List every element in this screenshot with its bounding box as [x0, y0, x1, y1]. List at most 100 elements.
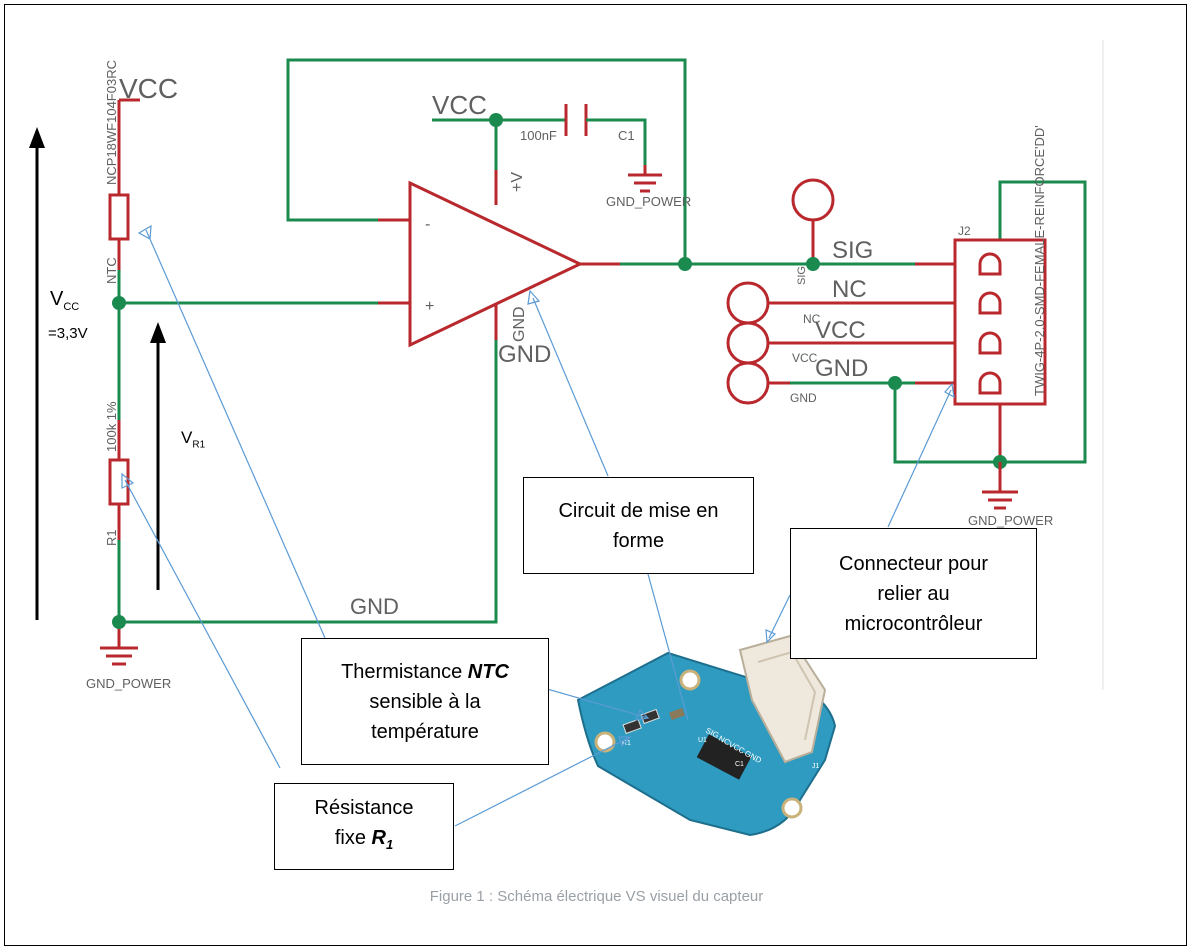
- ntc-resistor: [108, 193, 130, 241]
- connector-pin-3: [978, 331, 1002, 355]
- connector-pin-1: [978, 252, 1002, 276]
- gnd-testpoint: [726, 361, 770, 405]
- vcc-net-label: VCC: [815, 317, 866, 344]
- leader-connector-schematic-head: [944, 382, 955, 399]
- vcc-annotation-symbol: V: [50, 288, 64, 310]
- silk-j1: J1: [812, 763, 820, 770]
- leader-connector-board-head: [765, 629, 777, 644]
- gnd-wire-label: GND: [350, 594, 399, 619]
- gnd-return-wire: [119, 340, 498, 624]
- feedback-wire: [286, 58, 687, 264]
- opamp-gnd-pin-label: GND: [511, 306, 528, 342]
- callout-ntc-line3: température: [371, 720, 479, 743]
- nc-small-label: NC: [803, 312, 821, 326]
- gnd-symbol-top: [628, 165, 662, 193]
- vcc-arrow-head: [29, 127, 45, 148]
- silk-r1: R1: [622, 740, 631, 747]
- vcc-small-label: VCC: [792, 351, 818, 365]
- connector-inner: [757, 650, 817, 741]
- voltage-arrows: [29, 127, 166, 620]
- decoupling-capacitor: [432, 104, 662, 193]
- silk-c1: C1: [735, 761, 744, 768]
- connector-pin-2: [978, 291, 1002, 315]
- connector-body: [953, 238, 1047, 406]
- leader-ntc-board-head: [635, 708, 650, 721]
- vr1-annotation-sub: R1: [192, 439, 206, 451]
- vcc-top-label: VCC: [432, 90, 487, 120]
- smd-c1: [669, 707, 685, 721]
- leader-chip: [647, 573, 689, 721]
- cap-plates: [564, 104, 588, 136]
- callout-circuit-line2: forme: [612, 529, 665, 552]
- smd-r1: [622, 718, 642, 735]
- vcc-left-label: VCC: [119, 73, 178, 104]
- chip-u1: [696, 734, 752, 780]
- silk-u1: U1: [698, 737, 707, 744]
- callout-connecteur: Connecteur pour relier au microcontrôleur: [790, 528, 1037, 659]
- junction-output: [678, 257, 692, 271]
- gnd-loop-wire: [893, 180, 1087, 464]
- mount-hole-top: [679, 669, 701, 691]
- callout-connector-line1: Connecteur pour: [839, 552, 988, 575]
- sig-net-label: SIG: [832, 237, 873, 264]
- cap-value-label: 100nF: [520, 128, 557, 143]
- callout-connector-line3: microcontrôleur: [844, 612, 983, 635]
- r1-resistor: [108, 458, 130, 506]
- opamp: [286, 58, 813, 348]
- vr1-arrow-head: [150, 322, 166, 343]
- callout-connector-line2: relier au: [877, 582, 950, 605]
- callout-r1-bold: R: [371, 827, 386, 849]
- leader-opamp: [532, 297, 609, 477]
- sig-testpoint: [791, 178, 835, 222]
- gnd-small-label: GND: [790, 391, 817, 405]
- ntc-part-label: NCP18WF104F03RC: [104, 60, 119, 185]
- opamp-vplus-label: +V: [509, 172, 526, 192]
- leader-r1-schematic: [124, 479, 281, 769]
- gnd-symbol-left: [100, 622, 138, 666]
- r1-ref-label: R1: [104, 529, 119, 546]
- gnd-power-left-label: GND_POWER: [86, 676, 171, 691]
- leader-r1-board: [454, 736, 631, 827]
- leader-connector-schematic: [887, 389, 952, 528]
- mount-hole-bottom: [781, 797, 803, 819]
- connector-pin-4: [978, 371, 1002, 395]
- sensor-board-photo: SIG NC VCC GND U1 C1 R1 J1: [576, 634, 837, 837]
- gnd-symbol-right: [982, 462, 1018, 510]
- cap-ref-label: C1: [618, 128, 635, 143]
- callout-circuit-line1: Circuit de mise en: [558, 499, 719, 522]
- gnd-net-label: GND: [815, 355, 868, 382]
- callout-circuit-mise-en-forme: Circuit de mise en forme: [523, 477, 754, 574]
- nc-net-label: NC: [832, 276, 867, 303]
- connector-part-label: TWIG-4P-2.0-SMD-FEMALE-REINFORCE'DD': [1032, 125, 1047, 396]
- opamp-body: [408, 180, 584, 348]
- figure-frame: [4, 4, 1187, 946]
- callout-ntc-line2: sensible à la: [369, 690, 481, 713]
- vcc-annotation: VCC: [50, 288, 79, 313]
- callout-ntc-line1: Thermistance NTC: [341, 657, 509, 687]
- vcc-value: =3,3V: [48, 325, 88, 342]
- callout-r1-sub: 1: [385, 837, 394, 852]
- leader-r1-schematic-head: [121, 472, 135, 489]
- callout-r1-line2: fixe R1: [315, 823, 414, 860]
- gnd-power-right-label: GND_POWER: [968, 513, 1053, 528]
- mount-hole-left: [594, 731, 616, 753]
- gnd-power-top-label: GND_POWER: [606, 194, 691, 209]
- vcc-top-wire: [432, 118, 498, 170]
- vr1-annotation: VR1: [181, 428, 205, 450]
- vcc-testpoint: [726, 321, 770, 365]
- vcc-annotation-sub: CC: [63, 301, 80, 313]
- opamp-minus-label: -: [425, 216, 430, 233]
- connector-ref-label: J2: [958, 224, 971, 238]
- callout-r1-line1: Résistance: [314, 797, 414, 819]
- callout-resistance: Résistance fixe R1: [274, 783, 454, 870]
- callout-ntc-bold: NTC: [467, 660, 509, 683]
- voltage-divider: [100, 98, 498, 666]
- opamp-gnd-label: GND: [498, 341, 551, 368]
- leader-connector-board: [768, 594, 791, 639]
- leader-ntc-schematic-head: [137, 224, 152, 240]
- vr1-annotation-symbol: V: [181, 428, 193, 447]
- leader-ntc-schematic: [145, 229, 326, 639]
- r1-value-label: 100k 1%: [104, 401, 119, 452]
- callout-ntc-line1-text: Thermistance: [341, 660, 468, 683]
